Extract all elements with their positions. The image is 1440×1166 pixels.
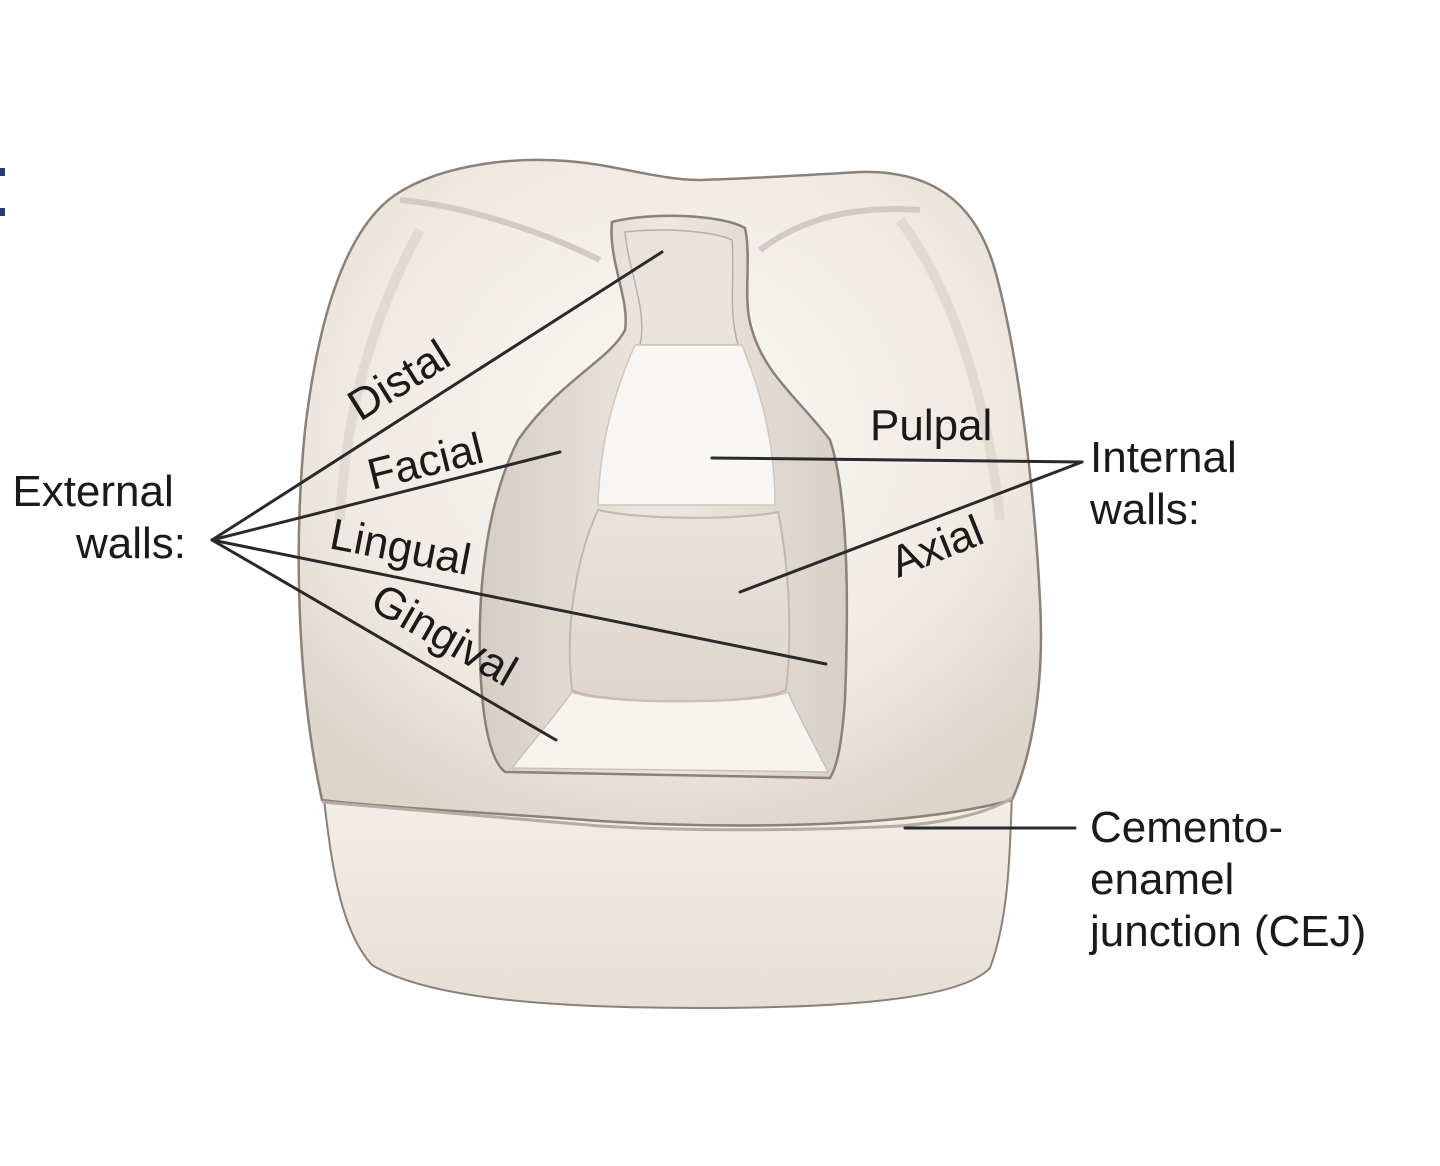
external-walls-title: External walls:	[12, 467, 186, 568]
leader-lingual	[210, 538, 828, 666]
crown-ridge-right	[895, 217, 1005, 521]
cej-label-line1: Cemento-	[1090, 803, 1283, 852]
axial-wall	[568, 508, 791, 703]
tooth-root	[320, 778, 1014, 1010]
external-label-line2: walls:	[75, 519, 186, 568]
cej-line	[321, 796, 1013, 832]
leader-facial	[210, 450, 562, 542]
cej-label-line2: enamel	[1090, 855, 1234, 904]
leader-gingival	[210, 538, 558, 742]
external-leaders	[210, 250, 828, 742]
internal-label-line2: walls:	[1089, 485, 1200, 534]
external-label-line1: External	[12, 467, 173, 516]
leader-distal	[210, 250, 664, 542]
wall-label-pulpal: Pulpal	[870, 401, 992, 450]
isthmus-floor	[624, 229, 739, 346]
cusp-groove-right	[758, 206, 921, 253]
crown-ridge-left	[335, 227, 425, 521]
internal-leaders	[710, 456, 1084, 594]
leader-axial	[738, 460, 1084, 594]
cej-label: Cemento- enamel junction (CEJ)	[1088, 803, 1366, 956]
edge-mark	[0, 168, 5, 216]
internal-label-line1: Internal	[1090, 433, 1237, 482]
cusp-groove-left	[399, 197, 602, 263]
leader-pulpal	[710, 456, 1084, 464]
pulpal-floor	[597, 344, 776, 506]
internal-walls-title: Internal walls:	[1089, 433, 1249, 534]
cej-label-line3: junction (CEJ)	[1088, 907, 1366, 956]
gingival-floor	[510, 690, 830, 773]
